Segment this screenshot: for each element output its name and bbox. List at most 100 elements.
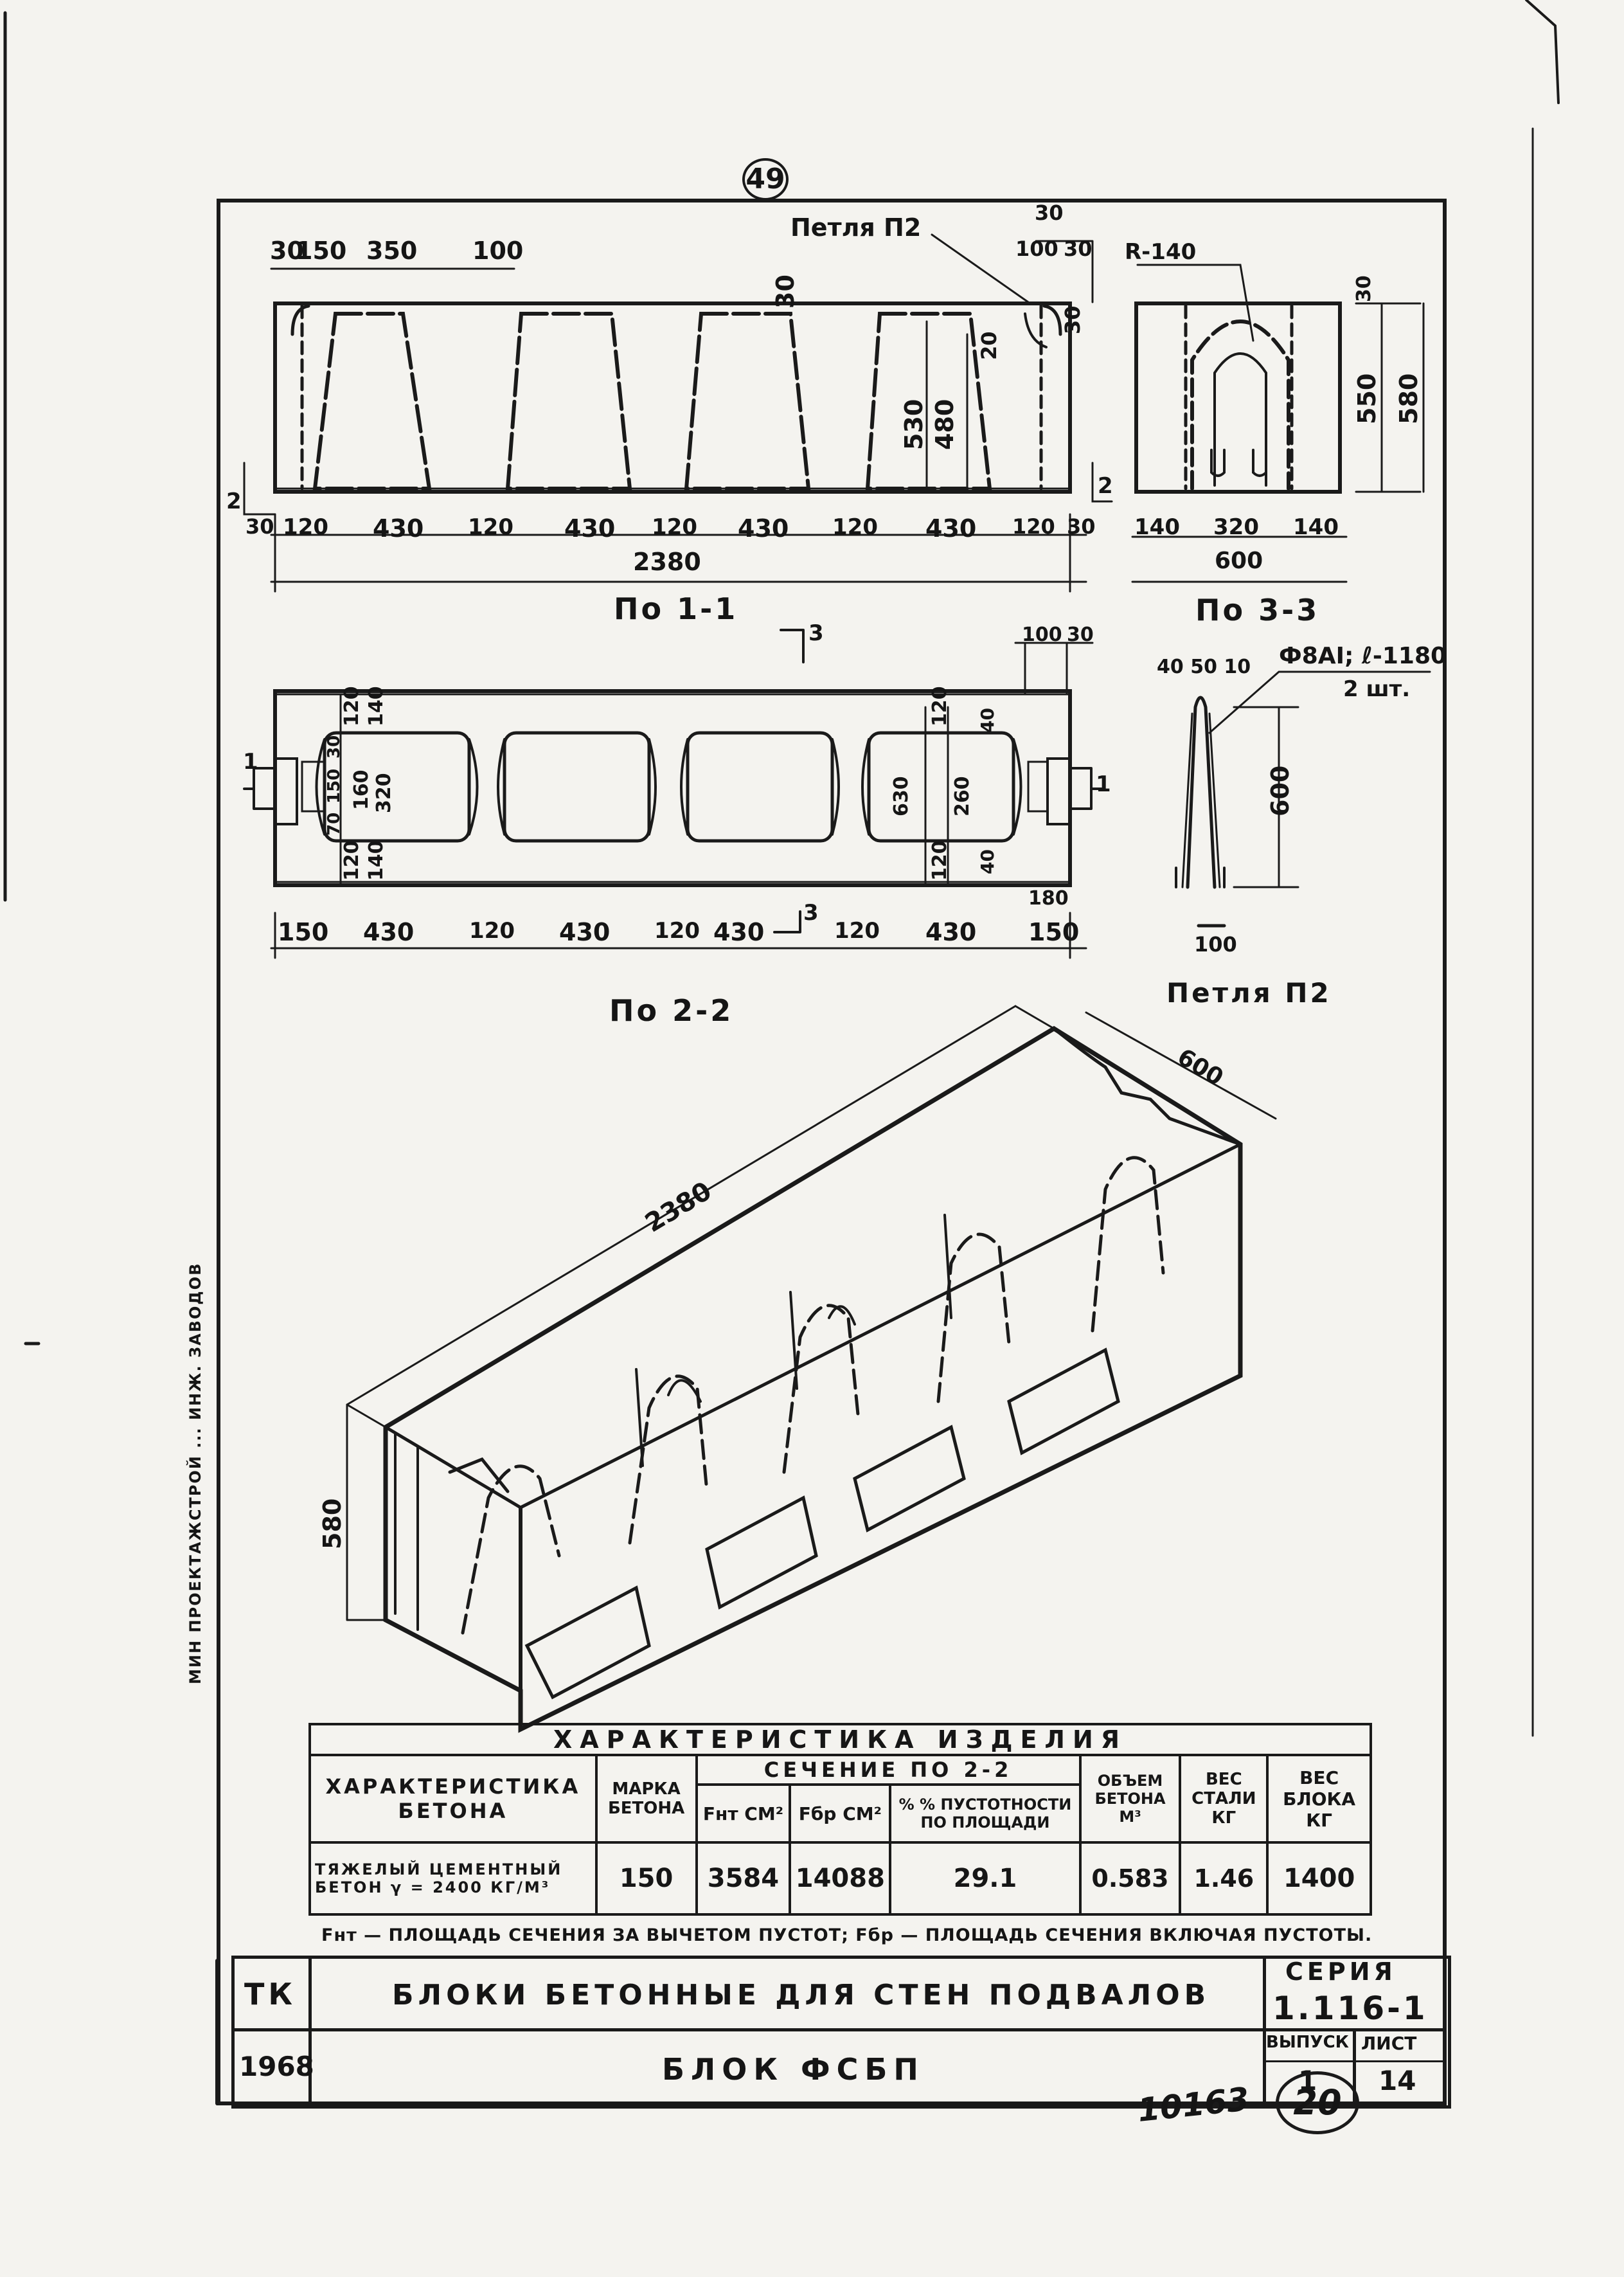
s22-marker-1-right: 1 [1096, 771, 1111, 797]
s11-marker-left: 2 [226, 489, 242, 514]
s22-right-260: 260 [951, 776, 974, 816]
s33-height-550: 550 [1353, 373, 1381, 424]
s11-height-530: 530 [900, 399, 928, 450]
s33-width: 600 [1215, 548, 1263, 574]
tb-series-label: СЕРИЯ [1285, 1958, 1396, 1986]
iso-height: 580 [318, 1498, 346, 1549]
title-block-divider-v2 [1263, 1956, 1266, 2102]
s33-caption: По 3-3 [1195, 593, 1320, 627]
s11-top-dim-5: 30 [1035, 201, 1064, 225]
s11-bottom-dim-10: 120 [1012, 514, 1055, 539]
cell-void: 29.1 [889, 1841, 1082, 1916]
sheet-frame [217, 199, 1447, 2105]
s22-bottom-430-3: 430 [713, 918, 765, 946]
s22-left-120: 120 [341, 686, 363, 726]
hdr-volume: ОБЪЕМ БЕТОНА М³ [1078, 1754, 1182, 1844]
s22-marker-3-bottom: 3 [803, 900, 819, 926]
page-number: 49 [742, 158, 789, 201]
title-block-divider-v1 [308, 1956, 312, 2102]
tb-year: 1968 [239, 2051, 314, 2082]
hdr-void: % % ПУСТОТНОСТИ ПО ПЛОЩАДИ [889, 1783, 1082, 1844]
s33-height-580: 580 [1395, 373, 1423, 424]
s22-bottom-430-2: 430 [559, 918, 611, 946]
s33-dim-320: 320 [1213, 514, 1259, 540]
s33-height-30: 30 [1353, 275, 1375, 302]
s22-bottom-430-4: 430 [925, 918, 977, 946]
s11-height-30b: 30 [1060, 305, 1085, 334]
loop-height: 600 [1266, 765, 1294, 816]
s11-bottom-dim-3: 430 [373, 514, 424, 543]
tb-title: БЛОКИ БЕТОННЫЕ ДЛЯ СТЕН ПОДВАЛОВ [392, 1979, 1211, 2012]
loop-p2-drawing [1175, 670, 1431, 928]
hdr-fnt: Fнт СМ² [695, 1783, 792, 1844]
side-stamp: МИН ПРОЕКТАЖСТРОЙ ... ИНЖ. ЗАВОДОВ [186, 1262, 204, 1684]
isometric-view [346, 1005, 1277, 1733]
s11-top-dim-6: 100 [1015, 237, 1058, 261]
s33-dim-140-left: 140 [1134, 514, 1180, 540]
tb-issue-label: ВЫПУСК [1266, 2033, 1349, 2052]
s11-height-30: 30 [771, 274, 799, 309]
s22-bottom-120-1: 120 [469, 918, 515, 944]
s22-right-40: 40 [977, 708, 998, 733]
s11-bottom-dim-11: 30 [1067, 514, 1096, 539]
tb-sheet-value: 14 [1379, 2065, 1416, 2096]
s22-right-40b: 40 [977, 849, 998, 874]
hdr-weight: ВЕС БЛОКА КГ [1266, 1754, 1372, 1844]
s11-top-dim-3: 350 [366, 237, 418, 265]
s22-right-120: 120 [929, 686, 951, 726]
s11-bottom-dim-5: 430 [564, 514, 616, 543]
title-block [231, 1956, 1451, 2109]
s22-marker-3-top: 3 [808, 620, 824, 646]
hdr-steel: ВЕС СТАЛИ КГ [1179, 1754, 1269, 1844]
s11-bottom-dim-4: 120 [468, 514, 513, 540]
s33-dim-140-right: 140 [1293, 514, 1339, 540]
cell-volume: 0.583 [1078, 1841, 1182, 1916]
s22-top-right-100: 100 [1022, 624, 1062, 646]
cell-fbr: 14088 [789, 1841, 892, 1916]
s22-right-630: 630 [890, 776, 913, 816]
section-2-2 [243, 629, 1103, 959]
tb-org: ТК [244, 1977, 296, 2012]
loop-base: 100 [1194, 932, 1237, 957]
s22-left-30: 30 [325, 735, 344, 759]
s11-bottom-dim-9: 430 [925, 514, 977, 543]
s11-height-20: 20 [977, 331, 1001, 360]
loop-caption: Петля П2 [1166, 977, 1332, 1009]
section-3-3 [1131, 264, 1425, 583]
s11-bottom-dim-6: 120 [652, 514, 697, 540]
s22-bottom-430-1: 430 [363, 918, 415, 946]
cell-weight: 1400 [1266, 1841, 1372, 1916]
tb-sheet-label: ЛИСТ [1361, 2033, 1417, 2054]
cell-grade: 150 [594, 1841, 698, 1916]
s22-left-120b: 120 [341, 840, 363, 881]
loop-top-dims: 40 50 10 [1157, 656, 1251, 678]
s11-bottom-dim-1: 30 [245, 514, 274, 539]
s22-left-320: 320 [373, 773, 395, 813]
s11-bottom-dim-2: 120 [283, 514, 328, 540]
s22-left-160: 160 [350, 770, 373, 810]
title-block-divider-h [231, 2028, 1445, 2031]
hdr-fbr: Fбр СМ² [789, 1783, 892, 1844]
s22-bottom-150-left: 150 [278, 918, 329, 946]
cell-steel: 1.46 [1179, 1841, 1269, 1916]
s11-caption: По 1-1 [614, 591, 738, 626]
s22-bottom-120-3: 120 [834, 918, 880, 944]
s22-left-150: 150 [325, 768, 344, 804]
s22-bottom-150-right: 150 [1028, 918, 1080, 946]
loop-spec: Ф8АI; ℓ-1180 [1279, 643, 1447, 669]
tb-subtitle: БЛОК ФСБП [662, 2052, 925, 2087]
s11-marker-right: 2 [1098, 473, 1113, 499]
s22-left-140: 140 [365, 686, 388, 726]
s11-top-dim-7: 30 [1064, 237, 1093, 261]
s33-radius: R-140 [1125, 239, 1197, 265]
s22-marker-1-left: 1 [243, 749, 258, 775]
s22-caption: По 2-2 [609, 993, 734, 1028]
s22-bottom-120-2: 120 [654, 918, 700, 944]
cell-fnt: 3584 [695, 1841, 792, 1916]
hdr-section: СЕЧЕНИЕ ПО 2-2 [695, 1754, 1082, 1786]
title-block-divider-h2 [1263, 2060, 1445, 2062]
s22-left-70: 70 [325, 812, 344, 836]
tb-series-value: 1.116-1 [1272, 1990, 1428, 2027]
